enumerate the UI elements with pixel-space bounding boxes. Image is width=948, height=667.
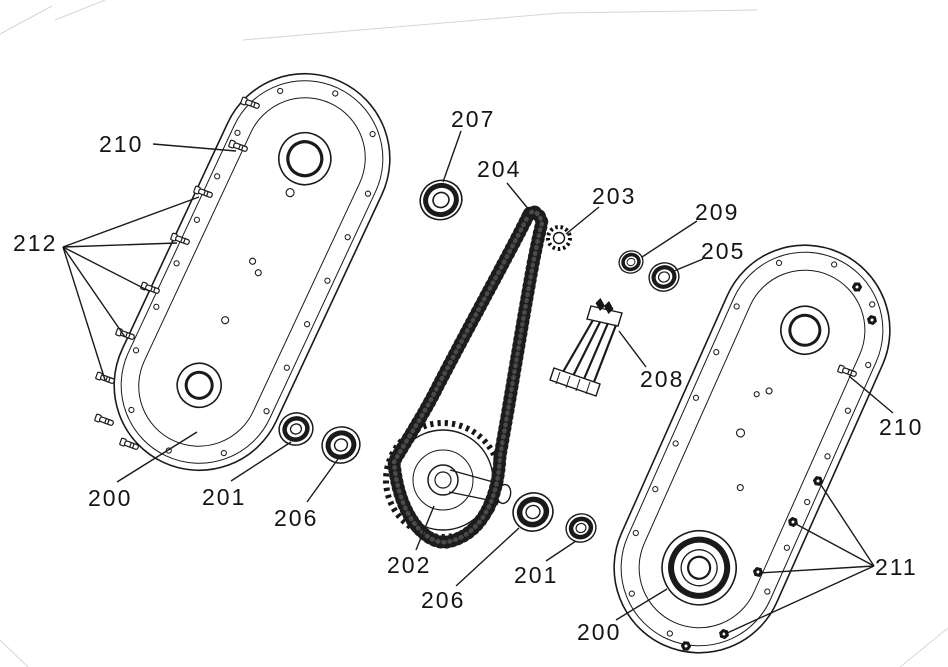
bearing-201-left — [278, 412, 314, 446]
right-cover — [613, 244, 891, 654]
bolt-icon — [239, 96, 261, 111]
seal-205 — [648, 262, 680, 292]
callout-208: 208 — [640, 366, 685, 392]
chain-loop-inner — [391, 209, 545, 545]
bearing-206-left — [321, 426, 361, 464]
right-cover-bottom-hub — [661, 529, 737, 606]
bolt-icon — [118, 437, 140, 452]
seal-201-bottom — [565, 513, 597, 543]
right-cover-face-holes — [735, 387, 773, 492]
nut-icon — [865, 314, 879, 326]
bolt-icon — [93, 413, 115, 428]
callout-204: 204 — [477, 156, 522, 182]
bracket-struts — [562, 319, 618, 383]
callout-201-bottom: 201 — [514, 562, 559, 588]
callout-200-left: 200 — [88, 485, 133, 511]
callout-201-left: 201 — [202, 484, 247, 510]
drive-chain-204 — [387, 205, 549, 549]
callout-211: 211 — [875, 554, 918, 580]
callout-212: 212 — [13, 230, 58, 256]
bolt-icon — [114, 327, 136, 342]
callout-206-bottom: 206 — [421, 587, 466, 613]
leader-lines — [62, 130, 894, 635]
bolt-icon — [192, 185, 214, 200]
left-cover-bottom-boss — [176, 362, 222, 409]
left-cover-face-holes — [221, 188, 295, 325]
callout-210-right: 210 — [879, 414, 924, 440]
nut-icon — [851, 282, 863, 292]
callout-209: 209 — [695, 199, 740, 225]
bolt-icon — [94, 371, 116, 386]
nut-icon — [717, 628, 731, 640]
tensioner-bracket-208 — [549, 298, 623, 397]
left-cover — [113, 72, 391, 472]
nut-icon — [680, 641, 692, 651]
callout-206-left: 206 — [274, 505, 319, 531]
callout-205: 205 — [701, 238, 746, 264]
callout-207: 207 — [451, 106, 496, 132]
callout-202: 202 — [387, 552, 432, 578]
callout-200-right: 200 — [577, 619, 622, 645]
left-cover-rim-holes — [127, 86, 377, 458]
nut-icon — [786, 515, 800, 529]
bolt-icon — [169, 232, 191, 247]
bearing-206-bottom — [512, 492, 554, 532]
callout-210-left: 210 — [99, 131, 144, 157]
small-sprocket-203 — [546, 225, 572, 251]
seal-209 — [618, 250, 644, 274]
bracket-hatching — [555, 371, 591, 395]
bearing-207 — [419, 179, 463, 221]
right-cover-top-boss — [780, 305, 830, 356]
callout-203: 203 — [592, 183, 637, 209]
left-cover-top-boss — [278, 131, 332, 186]
nut-icon — [751, 566, 765, 578]
